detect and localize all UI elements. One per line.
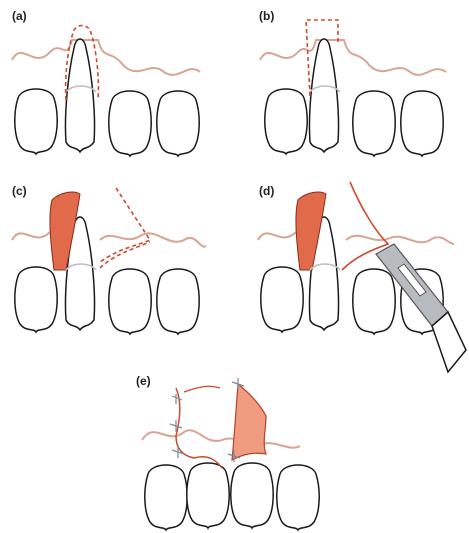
panel-e-label: (e) [136, 374, 151, 388]
panel-b-label: (b) [259, 9, 274, 23]
tooth [145, 465, 187, 530]
tooth [109, 269, 151, 334]
tooth [15, 267, 57, 332]
panel-c-label: (c) [12, 184, 27, 198]
panel-b: (b) [259, 9, 446, 156]
tooth [261, 267, 303, 332]
incision-line [100, 242, 150, 268]
panel-a-label: (a) [12, 9, 27, 23]
repositioned-flap [232, 384, 266, 460]
panel-c: (c) [12, 184, 206, 334]
tooth [265, 89, 307, 154]
tooth-central [65, 39, 94, 152]
incision-line [100, 188, 150, 262]
panel-d: (d) [258, 182, 466, 372]
gingiva-line [260, 40, 446, 75]
incision-line [176, 388, 222, 468]
panel-a: (a) [12, 9, 200, 156]
gingiva-line [12, 232, 206, 247]
panel-d-label: (d) [259, 184, 274, 198]
tooth [157, 269, 199, 334]
tooth [157, 91, 199, 156]
tooth [231, 463, 273, 528]
tooth [109, 91, 151, 156]
tooth [353, 91, 395, 156]
tooth [401, 91, 443, 156]
tooth [15, 89, 57, 154]
tooth [277, 465, 319, 530]
tooth [353, 269, 395, 334]
incision-line [184, 386, 220, 392]
gingiva-line [258, 232, 454, 244]
gingiva-line [12, 40, 200, 75]
tooth-central [309, 39, 338, 152]
tooth [187, 463, 229, 528]
gingiva-line [142, 430, 300, 447]
panel-e: (e) [136, 374, 319, 530]
